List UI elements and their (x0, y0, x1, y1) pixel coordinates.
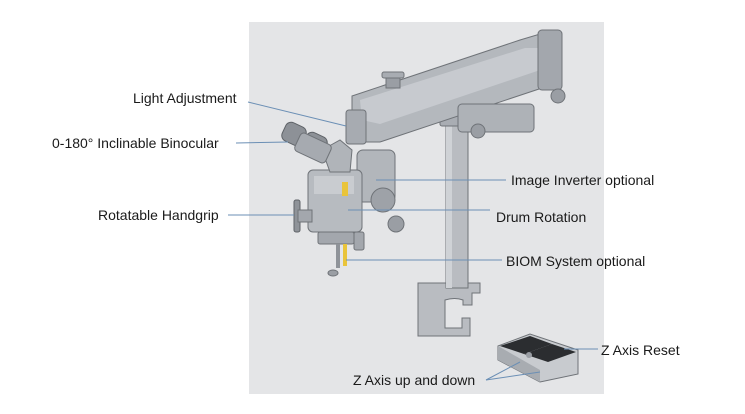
leader-light-adjustment (247, 101, 347, 127)
leader-z-updown-b (485, 371, 541, 381)
label-binocular: 0-180° Inclinable Binocular (52, 135, 219, 151)
microscope-head (307, 109, 405, 245)
label-drum-rotation: Drum Rotation (496, 209, 587, 225)
leader-z-updown-a (485, 361, 521, 381)
binocular (281, 121, 353, 173)
table-clamp (417, 282, 481, 337)
support-arm (351, 29, 566, 143)
leader-lines (228, 101, 598, 381)
label-handgrip: Rotatable Handgrip (98, 207, 219, 223)
label-biom: BIOM System optional (506, 253, 646, 269)
label-light-adjustment: Light Adjustment (133, 90, 237, 106)
foot-pedal (497, 333, 579, 383)
biom-attachment (327, 244, 347, 277)
vertical-column (439, 111, 475, 289)
handgrip (293, 199, 365, 251)
label-z-updown: Z Axis up and down (353, 372, 476, 388)
label-z-reset: Z Axis Reset (601, 342, 680, 358)
label-image-inverter: Image Inverter optional (511, 172, 655, 188)
leader-binocular (235, 141, 289, 144)
